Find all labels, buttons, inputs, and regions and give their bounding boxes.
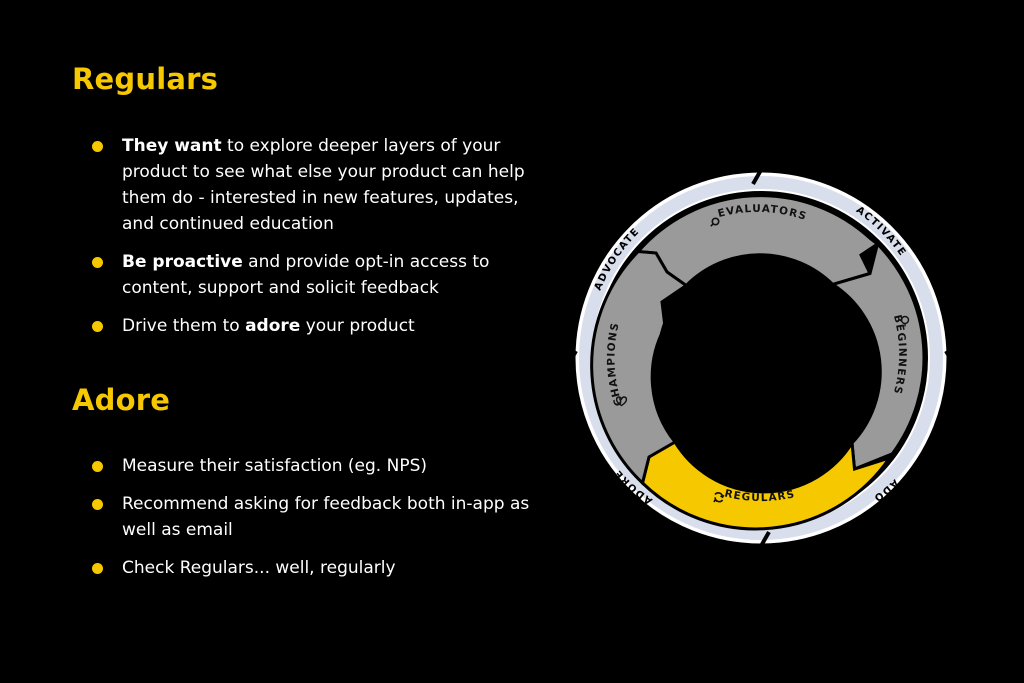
bullet-text: your product: [300, 316, 415, 336]
bullet-bold-text: Be proactive: [122, 252, 243, 272]
bullet-text: Recommend asking for feedback both in-ap…: [122, 494, 530, 540]
magnifier-icon: [710, 217, 720, 227]
bullet-dot-icon: [92, 563, 103, 574]
refresh-icon: [713, 492, 725, 503]
bullet-dot-icon: [92, 321, 103, 332]
list-item: Drive them to adore your product: [92, 313, 532, 339]
outer-ring: [579, 176, 943, 540]
chevron-right-icon: [944, 350, 964, 370]
adore-bullet-list: Measure their satisfaction (eg. NPS) Rec…: [92, 453, 532, 593]
list-item: Be proactive and provide opt-in access t…: [92, 249, 532, 301]
list-item: Recommend asking for feedback both in-ap…: [92, 491, 532, 543]
list-item: Check Regulars... well, regularly: [92, 555, 532, 581]
bullet-text: and provide opt-in access to content, su…: [122, 252, 490, 298]
segment-champions: [590, 249, 689, 486]
lifecycle-diagram: ACTIVATE ADOPT ADORE ADVOCATE EVALUATORS…: [555, 152, 964, 561]
bullet-dot-icon: [92, 257, 103, 268]
bullet-text: Measure their satisfaction (eg. NPS): [122, 456, 427, 476]
adore-heading: Adore: [72, 383, 171, 417]
list-item: They want to explore deeper layers of yo…: [92, 133, 532, 237]
bullet-dot-icon: [92, 461, 103, 472]
bullet-dot-icon: [92, 499, 103, 510]
segment-regulars: [640, 438, 894, 531]
bullet-dot-icon: [92, 141, 103, 152]
bullet-text: to explore deeper layers of your product…: [122, 136, 525, 234]
bullet-bold-text: adore: [245, 316, 301, 336]
diagram-center: [657, 254, 865, 462]
segment-beginners-label: BEGINNERS: [891, 314, 908, 397]
bullet-text: Drive them to: [122, 316, 246, 336]
list-item: Measure their satisfaction (eg. NPS): [92, 453, 532, 479]
chevron-bottom-icon: [758, 531, 771, 561]
regulars-heading: Regulars: [72, 62, 219, 96]
bullet-bold-text: They want: [122, 136, 222, 156]
bullet-text: Check Regulars... well, regularly: [122, 558, 396, 578]
chevron-top-icon: [751, 155, 764, 185]
heart-icon: [615, 396, 628, 407]
chevron-left-icon: [558, 350, 578, 370]
regulars-bullet-list: They want to explore deeper layers of yo…: [92, 133, 532, 351]
lightbulb-icon: [900, 315, 910, 327]
